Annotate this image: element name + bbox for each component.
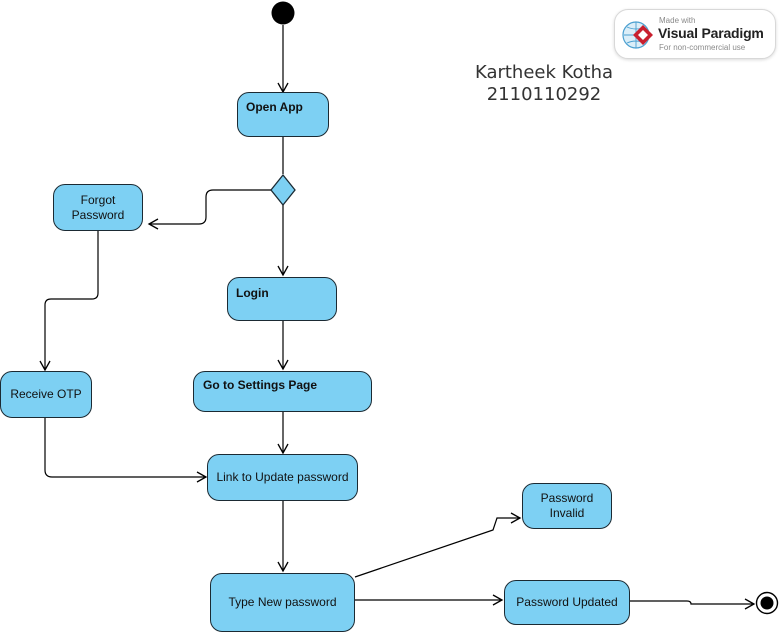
edge-receive-otp-to-link [44, 418, 208, 483]
node-settings-page-label: Go to Settings Page [203, 378, 318, 392]
node-open-app-label: Open App [246, 100, 303, 114]
node-password-invalid-label: Password Invalid [540, 491, 594, 520]
node-password-updated-label: Password Updated [516, 595, 618, 609]
edge-forgot-to-receive-otp [39, 231, 99, 372]
node-receive-otp: Receive OTP [0, 371, 92, 418]
watermark-line1: Made with [659, 16, 696, 25]
final-node-inner [760, 596, 774, 610]
node-type-new-password: Type New password [210, 573, 355, 632]
node-type-new-password-label: Type New password [228, 595, 337, 609]
node-open-app: Open App [237, 92, 329, 137]
edge-updated-to-final [630, 598, 756, 610]
node-settings-page: Go to Settings Page [193, 371, 372, 412]
node-login: Login [227, 277, 337, 321]
node-receive-otp-label: Receive OTP [10, 387, 82, 401]
decision-node [270, 173, 296, 207]
author-block: Kartheek Kotha 2110110292 [440, 62, 648, 106]
node-link-update-password-label: Link to Update password [216, 470, 349, 484]
watermark-line2: Visual Paradigm [658, 25, 764, 41]
node-login-label: Login [236, 286, 269, 300]
node-forgot-password-label: Forgot Password [71, 192, 125, 222]
initial-node [271, 1, 295, 25]
node-password-invalid: Password Invalid [522, 483, 612, 529]
edge-decision-to-forgot [147, 189, 271, 230]
author-id: 2110110292 [486, 84, 602, 105]
visual-paradigm-logo-icon [622, 21, 653, 49]
visual-paradigm-watermark: Made with Visual Paradigm For non-commer… [614, 9, 776, 59]
node-link-update-password: Link to Update password [207, 454, 358, 501]
watermark-line3: For non-commercial use [659, 43, 746, 52]
edge-type-new-to-invalid [354, 512, 522, 578]
node-forgot-password: Forgot Password [53, 184, 143, 231]
author-name: Kartheek Kotha [474, 62, 614, 83]
node-password-updated: Password Updated [504, 580, 630, 625]
